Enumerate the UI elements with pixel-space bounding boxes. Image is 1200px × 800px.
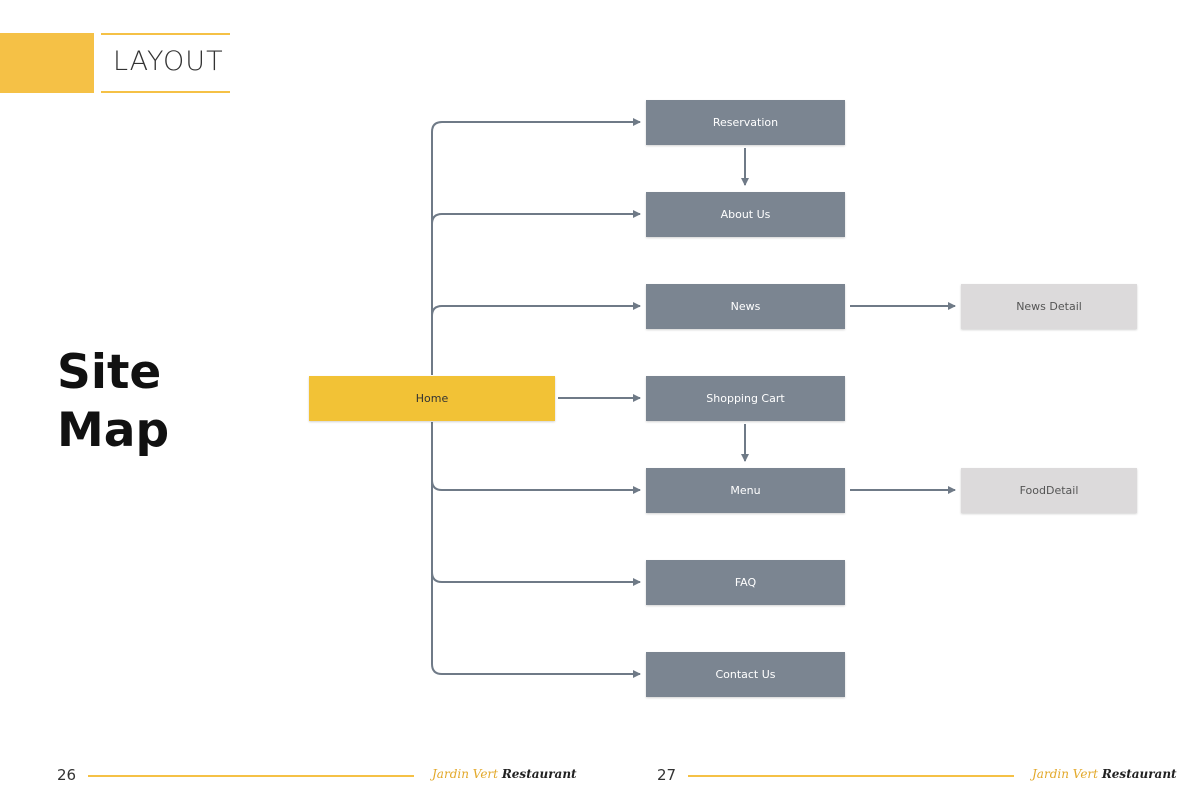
- node-menu: Menu: [646, 468, 845, 513]
- footer-page-number-left: 26: [57, 766, 77, 784]
- trunk-line-lower: [431, 422, 641, 678]
- branch-faq: [431, 571, 641, 586]
- header-top-rule: [101, 33, 230, 35]
- footer-brand-bold-right: Restaurant: [1101, 767, 1177, 781]
- trunk-line: [431, 118, 641, 375]
- node-food-detail: FoodDetail: [961, 468, 1137, 513]
- branch-menu: [431, 479, 641, 494]
- node-news-detail: News Detail: [961, 284, 1137, 329]
- footer-brand-bold-left: Restaurant: [501, 767, 577, 781]
- footer-brand-italic-right: Jardin Vert: [1032, 767, 1098, 781]
- branch-news: [431, 302, 641, 317]
- footer-brand-left: Jardin Vert Restaurant: [432, 767, 577, 781]
- header-bottom-rule: [101, 91, 230, 93]
- footer-page-number-right: 27: [657, 766, 677, 784]
- node-shopping-cart: Shopping Cart: [646, 376, 845, 421]
- header-accent-block: [0, 33, 94, 93]
- footer-rule-left: [88, 775, 414, 777]
- node-contact-us: Contact Us: [646, 652, 845, 697]
- node-reservation: Reservation: [646, 100, 845, 145]
- node-faq: FAQ: [646, 560, 845, 605]
- footer-brand-right: Jardin Vert Restaurant: [1032, 767, 1177, 781]
- node-about-us: About Us: [646, 192, 845, 237]
- footer-rule-right: [688, 775, 1014, 777]
- branch-about-us: [431, 210, 641, 225]
- node-news: News: [646, 284, 845, 329]
- section-title: LAYOUT: [113, 46, 224, 77]
- node-home: Home: [309, 376, 555, 421]
- page-title-line-2: Map: [57, 403, 170, 458]
- page-title: Site Map: [57, 344, 169, 460]
- footer-brand-italic-left: Jardin Vert: [432, 767, 498, 781]
- page-title-line-1: Site: [57, 345, 162, 400]
